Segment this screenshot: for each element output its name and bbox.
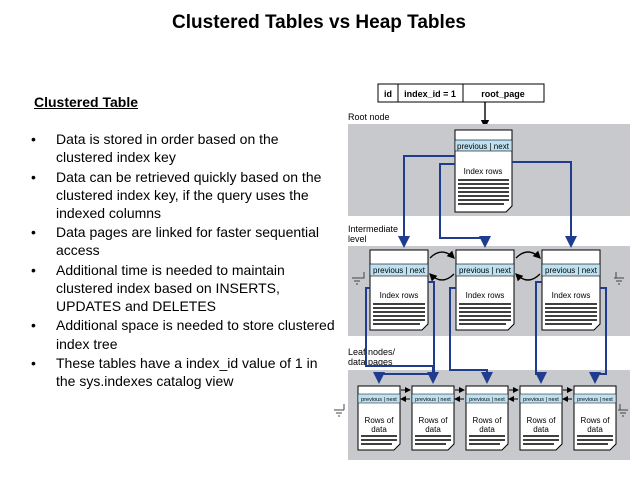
intermediate-prev-next: previous | next bbox=[545, 266, 598, 275]
leaf-data-page-2: previous | next Rows of data bbox=[411, 385, 455, 451]
leaf-prev-next: previous | next bbox=[523, 397, 559, 403]
intermediate-label-line1: Intermediate bbox=[348, 224, 398, 234]
intermediate-index-rows: Index rows bbox=[466, 291, 505, 300]
leaf-prev-next: previous | next bbox=[415, 397, 451, 403]
leaf-data-page-1: previous | next Rows of data bbox=[357, 385, 401, 451]
root-prev-next: previous | next bbox=[457, 142, 510, 151]
bullet-item: • Additional space is needed to store clu… bbox=[30, 316, 335, 352]
index-pointer-arrows bbox=[365, 155, 607, 384]
bullet-item: • Data pages are linked for faster sequen… bbox=[30, 223, 335, 259]
leaf-prev-next: previous | next bbox=[361, 397, 397, 403]
bullet-text: Additional time is needed to maintain cl… bbox=[56, 261, 285, 315]
root-index-page: previous | next Index rows bbox=[454, 129, 513, 213]
intermediate-prev-next: previous | next bbox=[373, 266, 426, 275]
bullet-dot-icon: • bbox=[31, 354, 36, 371]
root-node-label: Root node bbox=[348, 112, 390, 122]
leaf-data: data bbox=[587, 425, 603, 434]
root-index-rows: Index rows bbox=[464, 167, 503, 176]
leaf-prev-next: previous | next bbox=[577, 397, 613, 403]
section-heading: Clustered Table bbox=[34, 94, 138, 110]
bullet-item: • Data is stored in order based on the cl… bbox=[30, 130, 335, 166]
slide-title: Clustered Tables vs Heap Tables bbox=[172, 12, 466, 33]
leaf-rows-of: Rows of bbox=[473, 416, 503, 425]
intermediate-index-rows: Index rows bbox=[552, 291, 591, 300]
bullet-text: These tables have a index_id value of 1 … bbox=[56, 354, 318, 390]
intermediate-page-1: previous | next Index rows bbox=[369, 249, 429, 331]
leaf-rows-of: Rows of bbox=[419, 416, 449, 425]
bullet-text: Additional space is needed to store clus… bbox=[56, 317, 335, 352]
ground-symbols bbox=[334, 272, 628, 417]
leaf-data-page-5: previous | next Rows of data bbox=[573, 385, 617, 451]
clustered-index-diagram: id index_id = 1 root_page Root node Inte… bbox=[334, 83, 630, 460]
leaf-rows-of: Rows of bbox=[581, 416, 611, 425]
leaf-sibling-links bbox=[400, 387, 573, 402]
leaf-data: data bbox=[371, 425, 387, 434]
bullet-list: • Data is stored in order based on the cl… bbox=[30, 130, 335, 391]
intermediate-page-3: previous | next Index rows bbox=[541, 249, 601, 331]
bullet-dot-icon: • bbox=[31, 317, 36, 334]
header-cell-id: id bbox=[384, 89, 392, 99]
bullet-item: • Additional time is needed to maintain c… bbox=[30, 261, 335, 316]
bullet-text: Data can be retrieved quickly based on t… bbox=[56, 168, 322, 221]
bullet-item: • These tables have a index_id value of 1… bbox=[30, 354, 335, 390]
leaf-data: data bbox=[425, 425, 441, 434]
bullet-item: • Data can be retrieved quickly based on … bbox=[30, 168, 335, 223]
sysindexes-header-row: id index_id = 1 root_page bbox=[377, 83, 545, 103]
leaf-prev-next: previous | next bbox=[469, 397, 505, 403]
leaf-data: data bbox=[479, 425, 495, 434]
header-cell-index-id: index_id = 1 bbox=[404, 89, 456, 99]
bullet-dot-icon: • bbox=[31, 224, 36, 241]
leaf-label-line2: data pages bbox=[348, 357, 393, 367]
bullet-text: Data pages are linked for faster sequent… bbox=[56, 224, 320, 259]
leaf-rows-of: Rows of bbox=[527, 416, 557, 425]
leaf-label-line1: Leaf nodes/ bbox=[348, 347, 396, 357]
intermediate-label-line2: level bbox=[348, 234, 367, 244]
bullet-dot-icon: • bbox=[31, 131, 36, 147]
header-cell-root-page: root_page bbox=[481, 89, 525, 99]
leaf-data-page-3: previous | next Rows of data bbox=[465, 385, 509, 451]
intermediate-index-rows: Index rows bbox=[380, 291, 419, 300]
intermediate-page-2: previous | next Index rows bbox=[455, 249, 515, 331]
intermediate-sibling-links bbox=[429, 250, 541, 282]
leaf-rows-of: Rows of bbox=[365, 416, 395, 425]
bullet-text: Data is stored in order based on the clu… bbox=[56, 131, 279, 166]
bullet-dot-icon: • bbox=[31, 168, 36, 185]
intermediate-prev-next: previous | next bbox=[459, 266, 512, 275]
leaf-data: data bbox=[533, 425, 549, 434]
bullet-dot-icon: • bbox=[31, 261, 36, 278]
leaf-data-page-4: previous | next Rows of data bbox=[519, 385, 563, 451]
